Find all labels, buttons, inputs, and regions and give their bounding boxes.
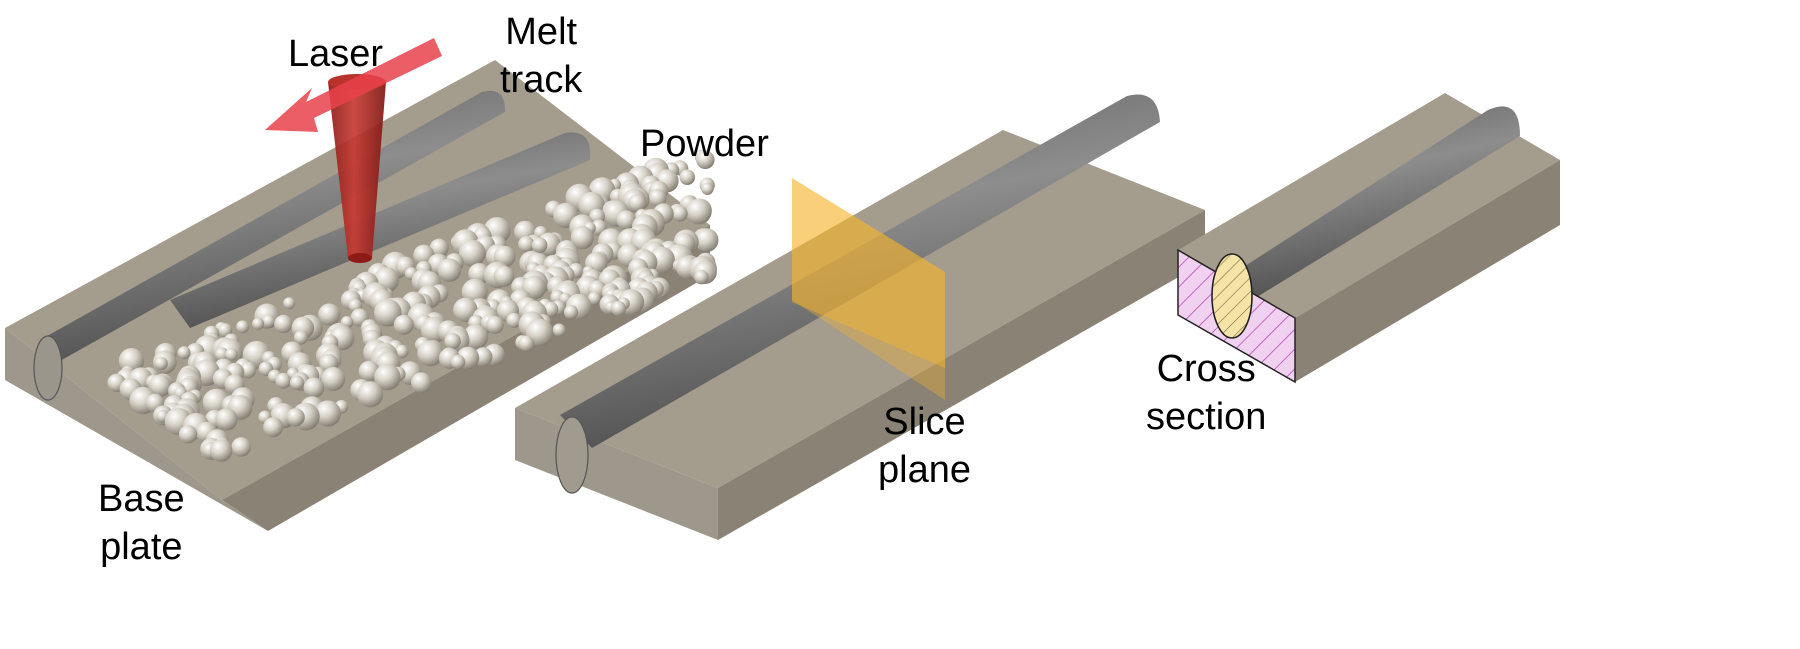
powder-particle-icon — [177, 346, 191, 360]
laser-label: Laser — [288, 33, 384, 75]
base-plate-2 — [515, 94, 1205, 540]
powder-particle-icon — [531, 237, 548, 253]
powder-particle-icon — [610, 300, 627, 316]
powder-particle-icon — [293, 330, 308, 345]
powder-particle-icon — [417, 340, 444, 367]
slice-plane — [792, 178, 945, 400]
powder-particle-icon — [236, 320, 250, 334]
melt-track-label: Melt track — [500, 11, 583, 101]
powder-particle-icon — [444, 332, 461, 350]
powder-particle-icon — [694, 228, 719, 253]
powder-particle-icon — [261, 314, 276, 328]
scan-direction-arrow-icon — [265, 38, 442, 132]
powder-particle-icon — [252, 317, 265, 330]
powder-particle-icon — [275, 372, 292, 389]
powder-particle-icon — [318, 303, 341, 326]
powder-particle-icon — [518, 236, 535, 253]
powder-particle-icon — [453, 297, 478, 323]
powder-particle-icon — [701, 182, 714, 195]
powder-particle-icon — [463, 324, 489, 350]
powder-particle-icon — [486, 316, 504, 334]
powder-particle-icon — [628, 194, 647, 212]
powder-particle-icon — [437, 258, 462, 282]
powder-particle-icon — [493, 265, 515, 287]
powder-particle-icon — [283, 297, 296, 310]
powder-particle-icon — [209, 439, 233, 462]
powder-particle-icon — [357, 381, 384, 408]
powder-particle-icon — [274, 314, 293, 334]
slice-plane-label: Slice plane — [878, 401, 971, 491]
powder-particle-icon — [395, 344, 409, 359]
powder-particle-icon — [518, 335, 535, 352]
powder-particle-icon — [321, 366, 346, 391]
powder-particle-icon — [587, 291, 601, 305]
powder-particle-icon — [215, 408, 238, 431]
powder-particle-icon — [263, 417, 284, 438]
powder-particle-icon — [154, 356, 168, 371]
base-plate-label: Base plate — [98, 478, 185, 568]
powder-particle-icon — [696, 150, 715, 170]
powder-particle-icon — [450, 354, 466, 370]
powder-particle-icon — [685, 198, 712, 225]
powder-particle-icon — [458, 239, 486, 267]
powder-particle-icon — [411, 372, 432, 393]
powder-particle-icon — [648, 188, 667, 207]
powder-bed — [107, 149, 719, 462]
powder-particle-icon — [671, 205, 688, 222]
powder-particle-icon — [616, 210, 636, 230]
powder-label: Powder — [640, 123, 769, 165]
powder-particle-icon — [543, 301, 559, 317]
powder-particle-icon — [148, 374, 172, 398]
powder-particle-icon — [303, 377, 325, 399]
cross-section-label: Cross section — [1146, 348, 1267, 438]
powder-particle-icon — [694, 269, 709, 285]
powder-particle-icon — [393, 314, 414, 335]
powder-particle-icon — [215, 347, 229, 362]
base-plate-3 — [1178, 93, 1560, 382]
powder-particle-icon — [506, 312, 522, 328]
powder-particle-icon — [552, 323, 566, 337]
powder-particle-icon — [570, 226, 594, 250]
melt-pool-section — [1211, 253, 1253, 339]
powder-particle-icon — [429, 238, 449, 258]
powder-particle-icon — [217, 323, 233, 338]
powder-particle-icon — [374, 298, 402, 327]
powder-particle-icon — [286, 408, 305, 427]
powder-particle-icon — [231, 437, 251, 457]
powder-particle-icon — [563, 305, 579, 320]
powder-particle-icon — [679, 169, 696, 185]
powder-particle-icon — [314, 400, 341, 427]
powder-particle-icon — [290, 375, 305, 390]
powder-particle-icon — [374, 363, 401, 391]
powder-particle-icon — [225, 348, 238, 361]
powder-particle-icon — [178, 425, 198, 444]
